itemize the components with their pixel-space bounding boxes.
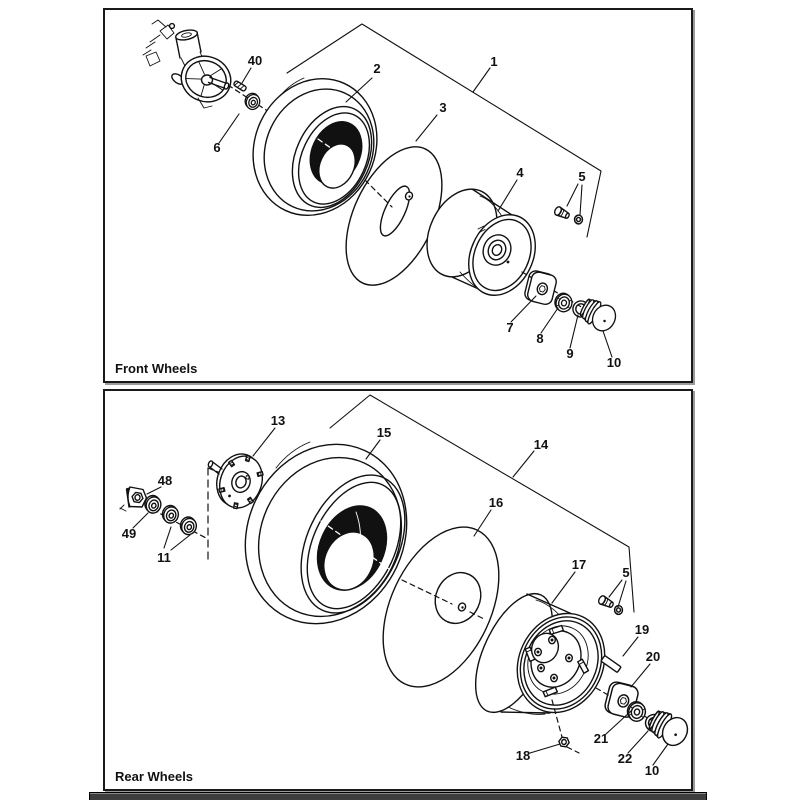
leader-17 <box>551 571 576 604</box>
bracket-48 <box>119 486 148 512</box>
callout-7: 7 <box>506 320 513 335</box>
leader-5-rear <box>608 579 627 608</box>
front-leader-lines <box>218 23 613 358</box>
leader-15 <box>365 439 381 460</box>
callout-6: 6 <box>213 140 220 155</box>
callout-9: 9 <box>566 346 573 361</box>
rear-wheels-diagram: 13 15 14 16 48 49 11 17 5 19 20 21 18 22… <box>119 394 691 778</box>
rear-hub-13 <box>207 453 264 510</box>
washer-11b <box>177 514 200 538</box>
leader-1 <box>472 67 491 93</box>
callout-10-rear: 10 <box>645 763 659 778</box>
bolt-5 <box>552 205 572 222</box>
rear-tube-16 <box>382 526 500 688</box>
hub-cap-10-rear <box>644 706 691 751</box>
leader-19 <box>622 636 639 657</box>
nut-18 <box>558 736 570 748</box>
callout-17: 17 <box>572 557 586 572</box>
callout-3: 3 <box>439 100 446 115</box>
callout-20: 20 <box>646 649 660 664</box>
leader-4 <box>497 179 518 212</box>
nut-5 <box>573 214 584 225</box>
leader-5 <box>566 183 583 216</box>
leader-18 <box>529 743 561 754</box>
rear-rim-17 <box>474 592 606 715</box>
callout-1: 1 <box>490 54 497 69</box>
leader-21 <box>605 710 632 735</box>
front-tire-2 <box>252 77 378 217</box>
rear-wheels-panel: 13 15 14 16 48 49 11 17 5 19 20 21 18 22… <box>103 389 693 791</box>
front-callouts: 1 2 3 4 5 6 7 8 9 10 40 <box>213 53 621 370</box>
leader-49 <box>132 512 149 529</box>
callout-49: 49 <box>122 526 136 541</box>
callout-19: 19 <box>635 622 649 637</box>
cover-plate-7 <box>522 268 559 307</box>
leader-48 <box>146 486 162 495</box>
leader-9 <box>569 314 579 349</box>
callout-5-rear: 5 <box>622 565 629 580</box>
rear-panel-title: Rear Wheels <box>115 769 194 784</box>
front-wheels-panel: 1 2 3 4 5 6 7 8 9 10 40 Front Wheels <box>103 8 693 383</box>
leader-10 <box>602 330 613 358</box>
callout-4: 4 <box>516 165 524 180</box>
callout-48: 48 <box>158 473 172 488</box>
callout-16: 16 <box>489 495 503 510</box>
leader-3 <box>415 114 438 142</box>
leader-1-bracket <box>286 23 602 238</box>
rear-callouts: 13 15 14 16 48 49 11 17 5 19 20 21 18 22… <box>122 413 660 778</box>
callout-18: 18 <box>516 748 530 763</box>
leader-10-rear <box>652 743 669 766</box>
rear-leader-lines <box>132 394 669 766</box>
key-19 <box>600 654 622 674</box>
spindle-assembly-illustration <box>142 19 232 109</box>
leader-20 <box>630 663 651 688</box>
callout-8: 8 <box>536 331 543 346</box>
leader-16 <box>473 509 492 537</box>
front-rim-4 <box>426 188 536 296</box>
callout-14: 14 <box>534 437 549 452</box>
leader-7 <box>510 295 537 323</box>
leader-14-bracket <box>329 394 635 613</box>
callout-21: 21 <box>594 731 608 746</box>
leader-13 <box>252 427 276 457</box>
front-panel-title: Front Wheels <box>115 361 198 376</box>
leader-6 <box>218 113 240 144</box>
leader-14 <box>512 450 535 478</box>
callout-22: 22 <box>618 751 632 766</box>
washer-11a <box>159 502 182 526</box>
leader-11 <box>163 526 191 551</box>
leader-40 <box>241 67 252 84</box>
leader-22 <box>627 730 649 754</box>
callout-15: 15 <box>377 425 391 440</box>
bottom-bar <box>89 792 707 800</box>
callout-2: 2 <box>373 61 380 76</box>
callout-13: 13 <box>271 413 285 428</box>
callout-11: 11 <box>157 550 171 565</box>
callout-10: 10 <box>607 355 621 370</box>
washer-6 <box>242 90 263 112</box>
bolt-5-rear <box>596 594 616 611</box>
callout-40: 40 <box>248 53 262 68</box>
front-wheels-diagram: 1 2 3 4 5 6 7 8 9 10 40 <box>142 19 621 370</box>
leader-8 <box>540 307 559 334</box>
rear-tire-15 <box>244 441 408 625</box>
leader-2 <box>345 77 373 103</box>
callout-5: 5 <box>578 169 585 184</box>
